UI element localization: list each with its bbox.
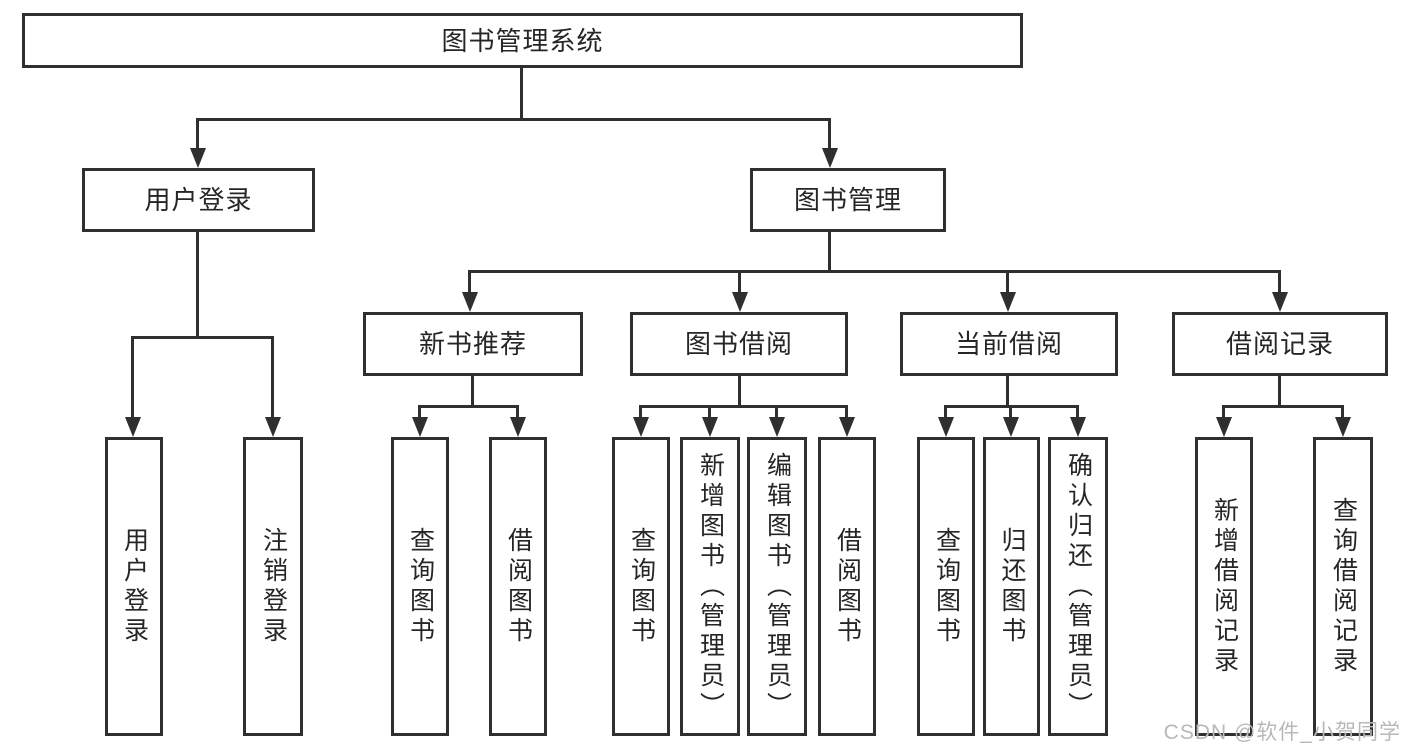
leaf-label: 归还图书 [998, 526, 1026, 647]
leaf-cb-query-books: 查询图书 [917, 437, 975, 736]
arrow-down-icon [702, 417, 718, 437]
connector-line [1009, 405, 1012, 419]
leaf-bb-query-books: 查询图书 [612, 437, 670, 736]
leaf-bb-edit-books-admin: 编辑图书（管理员） [747, 437, 807, 736]
arrow-down-icon [769, 417, 785, 437]
connector-line [418, 405, 519, 408]
connector-line [418, 405, 421, 419]
connector-line [775, 405, 778, 419]
connector-line [271, 336, 274, 419]
node-label: 图书管理 [793, 185, 902, 215]
leaf-bb-borrow-books: 借阅图书 [818, 437, 876, 736]
connector-line [828, 232, 831, 270]
connector-line [1222, 405, 1225, 419]
connector-line [520, 68, 523, 118]
arrow-down-icon [1070, 417, 1086, 437]
connector-line [738, 376, 741, 405]
connector-line [471, 376, 474, 405]
leaf-bb-add-books-admin: 新增图书（管理员） [680, 437, 740, 736]
arrow-down-icon [412, 417, 428, 437]
arrow-down-icon [1216, 417, 1232, 437]
leaf-label: 注销登录 [259, 526, 288, 647]
connector-line [1076, 405, 1079, 419]
node-label: 新书推荐 [418, 329, 527, 359]
node-library-management-system: 图书管理系统 [22, 13, 1023, 68]
node-label: 借阅记录 [1225, 329, 1334, 359]
connector-line [196, 118, 831, 121]
leaf-br-add-borrow-record: 新增借阅记录 [1195, 437, 1253, 736]
node-user-login: 用户登录 [82, 168, 315, 232]
connector-line [845, 405, 848, 419]
leaf-cb-return-books: 归还图书 [983, 437, 1040, 736]
connector-line [944, 405, 947, 419]
connector-line [1278, 270, 1281, 294]
arrow-down-icon [839, 417, 855, 437]
leaf-label: 编辑图书（管理员） [763, 451, 792, 722]
leaf-label: 查询图书 [932, 526, 961, 647]
node-label: 用户登录 [144, 185, 253, 215]
leaf-label: 借阅图书 [833, 526, 862, 647]
leaf-br-query-borrow-record: 查询借阅记录 [1313, 437, 1373, 736]
arrow-down-icon [633, 417, 649, 437]
connector-line [828, 118, 831, 150]
connector-line [1278, 376, 1281, 405]
leaf-label: 借阅图书 [504, 526, 533, 647]
connector-line [639, 405, 642, 419]
leaf-label: 查询图书 [627, 526, 656, 647]
connector-line [1222, 405, 1344, 408]
connector-line [708, 405, 711, 419]
leaf-label: 新增借阅记录 [1210, 496, 1239, 677]
connector-line [196, 232, 199, 336]
connector-line [131, 336, 274, 339]
connector-line [468, 270, 1281, 273]
connector-line [1341, 405, 1344, 419]
connector-line [639, 405, 848, 408]
node-label: 当前借阅 [954, 329, 1063, 359]
arrow-down-icon [190, 148, 206, 168]
connector-line [738, 270, 741, 294]
arrow-down-icon [510, 417, 526, 437]
arrow-down-icon [265, 417, 281, 437]
leaf-label: 查询图书 [406, 526, 435, 647]
connector-line [196, 118, 199, 150]
arrow-down-icon [1000, 292, 1016, 312]
leaf-label: 确认归还（管理员） [1064, 451, 1093, 722]
connector-line [468, 270, 471, 294]
connector-line [1006, 376, 1009, 405]
node-book-borrowing: 图书借阅 [630, 312, 848, 376]
node-label: 图书借阅 [684, 329, 793, 359]
node-current-borrowing: 当前借阅 [900, 312, 1118, 376]
arrow-down-icon [732, 292, 748, 312]
arrow-down-icon [1003, 417, 1019, 437]
leaf-user-login: 用户登录 [105, 437, 163, 736]
connector-line [1006, 270, 1009, 294]
arrow-down-icon [1335, 417, 1351, 437]
arrow-down-icon [938, 417, 954, 437]
csdn-watermark: CSDN @软件_小贺同学 [1163, 721, 1401, 744]
leaf-logout: 注销登录 [243, 437, 303, 736]
node-borrowing-records: 借阅记录 [1172, 312, 1388, 376]
node-book-management: 图书管理 [750, 168, 946, 232]
arrow-down-icon [125, 417, 141, 437]
connector-line [516, 405, 519, 419]
leaf-cb-confirm-return-admin: 确认归还（管理员） [1048, 437, 1108, 736]
node-new-book-recommendation: 新书推荐 [363, 312, 583, 376]
leaf-label: 用户登录 [120, 526, 149, 647]
leaf-label: 查询借阅记录 [1329, 496, 1358, 677]
connector-line [131, 336, 134, 419]
arrow-down-icon [462, 292, 478, 312]
leaf-label: 新增图书（管理员） [696, 451, 725, 722]
node-label: 图书管理系统 [441, 25, 604, 56]
arrow-down-icon [822, 148, 838, 168]
leaf-nb-borrow-books: 借阅图书 [489, 437, 547, 736]
arrow-down-icon [1272, 292, 1288, 312]
leaf-nb-query-books: 查询图书 [391, 437, 449, 736]
